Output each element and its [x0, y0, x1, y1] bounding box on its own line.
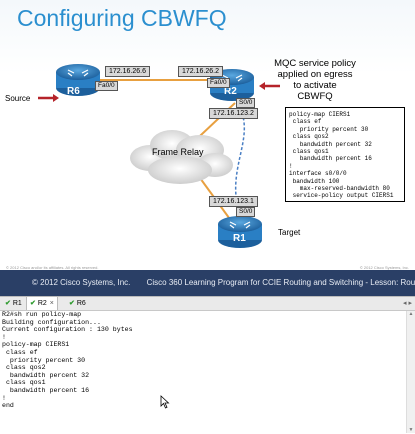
tab-label: R2 — [37, 300, 47, 307]
mqc-note-line: MQC service policy — [274, 58, 356, 69]
terminal-line: bandwidth percent 16 — [2, 386, 90, 394]
iface-r2-fa: Fa0/0 — [207, 78, 230, 88]
terminal-line: class ef — [2, 348, 38, 356]
terminal-line: end — [2, 402, 14, 410]
terminal-line: policy-map CIERS1 — [2, 341, 70, 349]
slide: Configuring CBWFQ — [0, 0, 415, 296]
footer-course: Cisco 360 Learning Program for CCIE Rout… — [146, 278, 415, 287]
config-line: ! — [289, 162, 293, 170]
frame-relay-cloud-icon — [130, 130, 233, 184]
iface-r6-fa: Fa0/0 — [95, 81, 118, 91]
config-line: priority percent 30 — [289, 125, 369, 133]
egress-arrow-icon — [259, 82, 280, 90]
mouse-cursor-icon — [160, 395, 170, 409]
mqc-note-line: to activate — [293, 80, 337, 91]
check-icon: ✔ — [30, 300, 36, 307]
terminal-window: ✔ R1 ✔ R2× ✔ R6 ◂ ▸ R2#sh run policy-map… — [0, 296, 415, 434]
topology-diagram — [38, 64, 280, 248]
config-line: class ef — [289, 118, 322, 126]
source-arrow-icon — [38, 94, 59, 102]
iface-r1-s0: S0/0 — [236, 207, 256, 217]
tab-r2[interactable]: ✔ R2× — [26, 297, 58, 310]
config-line: policy-map CIERS1 — [289, 111, 351, 118]
config-line: service-policy output CIERS1 — [289, 192, 394, 200]
tab-r6[interactable]: ✔ R6 — [66, 297, 89, 310]
session-tabbar: ✔ R1 ✔ R2× ✔ R6 ◂ ▸ — [0, 297, 415, 311]
terminal-line: Building configuration... — [2, 318, 101, 326]
config-line: max-reserved-bandwidth 80 — [289, 185, 390, 193]
tab-scroll-arrows[interactable]: ◂ ▸ — [403, 297, 412, 310]
terminal-line: bandwidth percent 32 — [2, 371, 90, 379]
terminal-line: class qos2 — [2, 364, 46, 372]
scroll-up-icon[interactable]: ▲ — [408, 311, 414, 317]
terminal-line: Current configuration : 130 bytes — [2, 326, 133, 334]
ip-r2-s0: 172.16.123.2 — [209, 108, 258, 119]
ip-r2-fa: 172.16.26.2 — [178, 66, 223, 77]
router-r6-icon — [56, 64, 100, 96]
scroll-down-icon[interactable]: ▼ — [408, 427, 414, 433]
chevron-right-icon[interactable]: ▸ — [408, 300, 412, 307]
terminal-scrollbar[interactable]: ▲ ▼ — [406, 311, 415, 433]
source-label: Source — [5, 94, 31, 103]
terminal-line: priority percent 30 — [2, 356, 86, 364]
slide-title: Configuring CBWFQ — [17, 5, 227, 31]
mqc-note-line: applied on egress — [277, 69, 353, 80]
tab-r1[interactable]: ✔ R1 — [2, 297, 25, 310]
mqc-note: MQC service policy applied on egress to … — [260, 58, 370, 102]
router-r1-label: R1 — [233, 233, 246, 244]
close-icon[interactable]: × — [49, 300, 54, 307]
config-line: class qos1 — [289, 148, 329, 156]
router-r6-label: R6 — [67, 86, 80, 97]
iface-r2-s0: S0/0 — [236, 98, 256, 108]
chevron-left-icon[interactable]: ◂ — [403, 300, 407, 307]
footer-copyright: © 2012 Cisco Systems, Inc. — [32, 278, 131, 287]
config-box: policy-map CIERS1 class ef priority perc… — [285, 107, 405, 202]
frame-relay-label: Frame Relay — [152, 147, 204, 157]
tab-label: R1 — [12, 300, 22, 307]
terminal-line: class qos1 — [2, 379, 46, 387]
copyright-small: © 2012 Cisco and/or its affiliates. All … — [6, 265, 99, 270]
config-line: class qos2 — [289, 133, 329, 141]
terminal-line: ! — [2, 394, 6, 402]
router-r1-icon — [218, 216, 262, 248]
check-icon: ✔ — [5, 300, 11, 307]
copyright-small-right: © 2012 Cisco Systems, Inc. — [359, 265, 409, 270]
target-label: Target — [278, 228, 301, 237]
ip-r6-fa: 172.16.26.6 — [105, 66, 150, 77]
check-icon: ✔ — [69, 300, 75, 307]
ip-r1-s0: 172.16.123.1 — [209, 196, 258, 207]
router-r2-label: R2 — [224, 86, 237, 97]
tab-label: R6 — [76, 300, 86, 307]
slide-footer: © 2012 Cisco Systems, Inc. Cisco 360 Lea… — [0, 270, 415, 296]
terminal-line: ! — [2, 333, 6, 341]
mqc-note-line: CBWFQ — [297, 91, 333, 102]
config-line: bandwidth 100 — [289, 177, 340, 185]
config-line: bandwidth percent 16 — [289, 155, 372, 163]
config-line: interface s0/0/0 — [289, 170, 347, 178]
terminal-line: R2#sh run policy-map — [2, 311, 82, 318]
config-line: bandwidth percent 32 — [289, 140, 372, 148]
